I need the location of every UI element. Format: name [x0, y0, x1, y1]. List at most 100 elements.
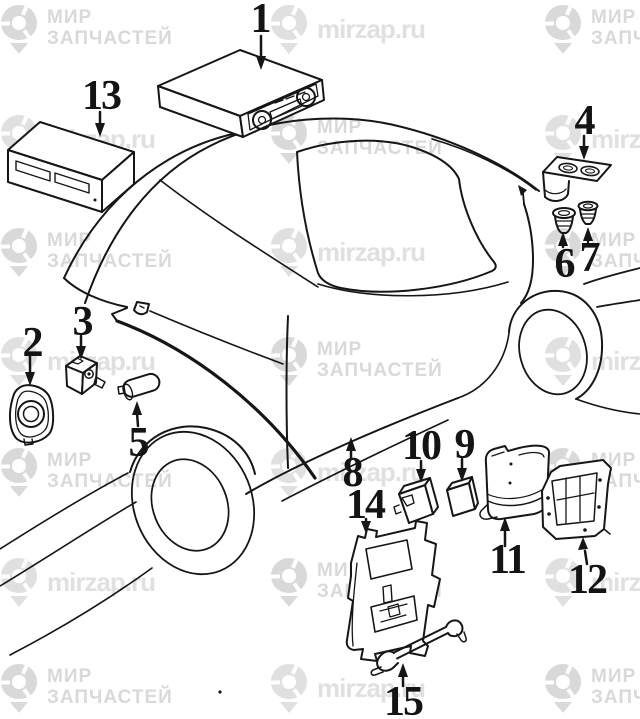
antenna-cable-line — [115, 319, 317, 480]
arrow-to-part-6 — [558, 232, 568, 249]
arrow-to-part-14 — [361, 517, 371, 534]
arrow-to-part-13 — [95, 110, 105, 137]
watermark-site-tile: mirzap.ru — [268, 662, 426, 714]
antenna-base — [133, 301, 150, 316]
arrow-to-part-5 — [132, 401, 142, 428]
mirzap-logo-icon — [544, 558, 581, 607]
mirzap-logo-icon — [270, 558, 307, 607]
part-label-3[interactable]: 3 — [72, 299, 94, 345]
arrow-to-part-1 — [256, 34, 266, 70]
mirzap-logo-icon — [544, 664, 581, 713]
mirzap-logo-icon — [0, 5, 37, 54]
arrow-to-part-2 — [25, 354, 35, 386]
mirzap-logo-icon — [0, 448, 37, 497]
part-label-2[interactable]: 2 — [22, 320, 44, 366]
watermark-site-text: mirzap.ru — [317, 672, 426, 703]
arrow-to-part-4 — [579, 134, 589, 160]
mirzap-logo-icon — [544, 228, 581, 277]
part-label-4[interactable]: 4 — [574, 98, 596, 144]
part-label-10[interactable]: 10 — [402, 423, 442, 469]
watermark-site-tile: mirzap.ru — [268, 226, 426, 278]
part-label-15[interactable]: 15 — [384, 679, 424, 719]
part-sketch-10 — [393, 477, 439, 524]
side-window — [296, 139, 497, 293]
watermark-site-text: mirzap.ru — [591, 566, 640, 597]
watermark-site-text: mirzap.ru — [317, 236, 426, 267]
mirzap-logo-icon — [0, 558, 37, 607]
part-label-12[interactable]: 12 — [568, 557, 608, 603]
part-label-6[interactable]: 6 — [554, 241, 576, 287]
arrow-to-part-9 — [457, 457, 467, 482]
watermark-site-tile: mirzap.ru — [0, 556, 156, 608]
mirzap-logo-icon — [270, 5, 307, 54]
watermark-site-tile: mirzap.ru — [542, 335, 640, 387]
part-sketch-11 — [479, 444, 550, 521]
mirzap-logo-icon — [0, 337, 37, 386]
watermark-site-text: mirzap.ru — [47, 345, 156, 376]
watermark-site-text: mirzap.ru — [591, 123, 640, 154]
mirzap-logo-icon — [0, 228, 37, 277]
mirzap-logo-icon — [270, 228, 307, 277]
part-sketch-2 — [8, 384, 55, 446]
watermark-site-text: mirzap.ru — [317, 13, 426, 44]
part-label-11[interactable]: 11 — [489, 537, 527, 583]
part-sketch-9 — [446, 476, 479, 517]
watermark-site-tile: mirzap.ru — [542, 556, 640, 608]
part-label-1[interactable]: 1 — [250, 0, 272, 42]
arrow-to-part-10 — [416, 459, 426, 483]
part-sketch-15 — [370, 619, 467, 676]
callout-arrows — [25, 34, 593, 688]
part-sketch-14 — [345, 520, 441, 662]
arrow-to-part-12 — [578, 537, 589, 566]
watermark-site-tile: mirzap.ru — [0, 335, 156, 387]
arrow-to-part-11 — [500, 517, 510, 548]
car-body-outline — [0, 117, 640, 694]
watermark-site-tile: mirzap.ru — [542, 113, 640, 165]
part-sketch-7 — [577, 200, 599, 225]
part-label-8[interactable]: 8 — [342, 450, 364, 496]
mirzap-logo-icon — [544, 337, 581, 386]
watermark-site-tile: mirzap.ru — [268, 3, 426, 55]
part-label-9[interactable]: 9 — [454, 422, 476, 468]
mirzap-logo-icon — [0, 664, 37, 713]
part-sketch-5 — [117, 372, 161, 401]
part-sketch-12 — [541, 459, 612, 540]
watermark-site-text: mirzap.ru — [317, 456, 426, 487]
part-sketch-6 — [552, 207, 576, 234]
part-label-5[interactable]: 5 — [128, 420, 150, 466]
part-label-13[interactable]: 13 — [82, 73, 122, 119]
part-label-7[interactable]: 7 — [579, 235, 601, 281]
part-label-14[interactable]: 14 — [346, 482, 386, 528]
mirzap-logo-icon — [270, 664, 307, 713]
part-sketch-4 — [542, 156, 612, 202]
rear-deck-clip — [518, 185, 527, 196]
arrow-to-part-15 — [398, 663, 408, 688]
mirzap-logo-icon — [544, 5, 581, 54]
arrow-to-part-8 — [346, 437, 356, 461]
watermark-site-text: mirzap.ru — [47, 566, 156, 597]
part-sketch-13 — [7, 121, 135, 213]
arrow-to-part-3 — [76, 334, 86, 360]
part-sketch-1 — [157, 49, 325, 138]
part-sketch-3 — [65, 355, 106, 395]
